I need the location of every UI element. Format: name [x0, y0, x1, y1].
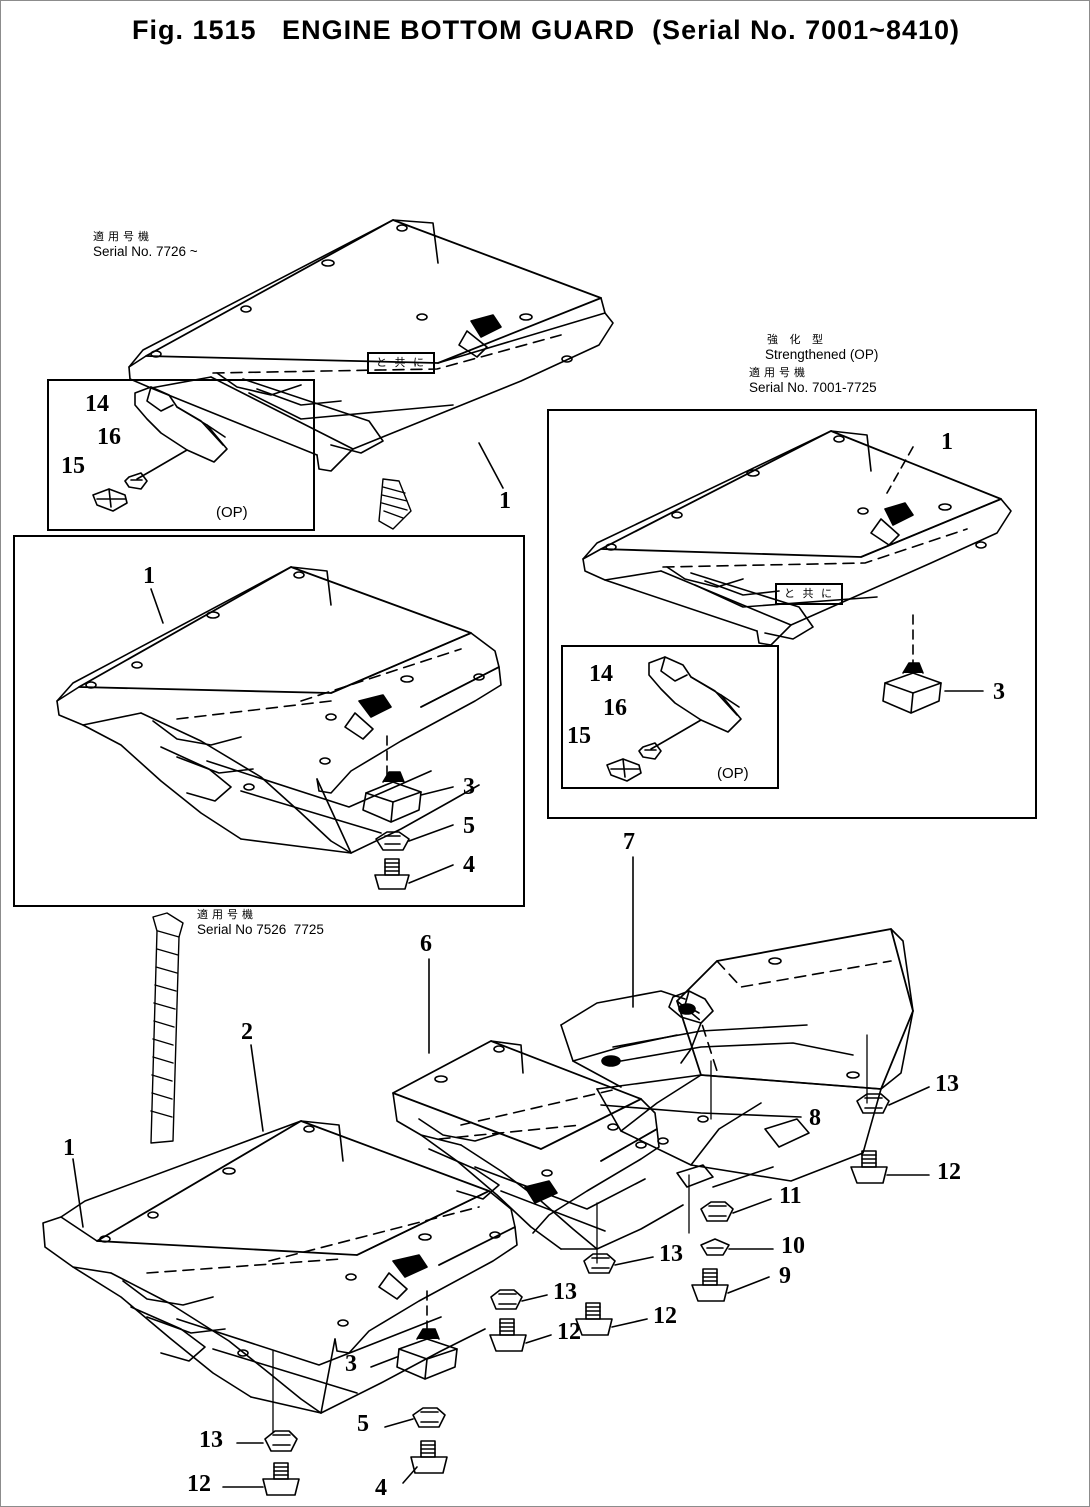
callout-13-bottomleft: 13	[199, 1427, 223, 1453]
note-middle-cjk: 適用号機	[197, 908, 257, 921]
callout-14-left: 14	[85, 391, 109, 417]
callout-16-left: 16	[97, 424, 121, 450]
art-bottom-right-guard	[560, 928, 914, 1264]
callout-7-bottom: 7	[623, 829, 635, 855]
callout-4-bottom: 4	[375, 1475, 387, 1501]
art-fasteners-right	[489, 1086, 930, 1352]
callout-12-centre: 12	[653, 1303, 677, 1329]
note-right-strengthened: 強 化 型 Strengthened (OP) 適用号機 Serial No. …	[749, 331, 878, 395]
callout-4-middle: 4	[463, 852, 475, 878]
leader-bottom-2	[250, 1044, 264, 1132]
note-middle: 適用号機 Serial No 7526 7725	[197, 906, 324, 937]
figure-title-bar: Fig. 1515 ENGINE BOTTOM GUARD (Serial No…	[1, 9, 1089, 51]
callout-6-bottom: 6	[420, 931, 432, 957]
note-top-left: 適用号機 Serial No. 7726 ~	[93, 228, 198, 259]
note-right-serial: Serial No. 7001-7725	[749, 380, 877, 395]
callout-5-bottom: 5	[357, 1411, 369, 1437]
callout-3-bottom: 3	[345, 1351, 357, 1377]
callout-8-bottom: 8	[809, 1105, 821, 1131]
note-right-strengthened-text: Strengthened (OP)	[765, 347, 879, 362]
panel-middle-left	[13, 535, 525, 907]
callout-14-right: 14	[589, 661, 613, 687]
callout-1-right: 1	[941, 429, 953, 455]
callout-15-right: 15	[567, 723, 591, 749]
op-label-right: (OP)	[717, 765, 749, 782]
op-label-left: (OP)	[216, 504, 248, 521]
note-middle-serial: Serial No 7526 7725	[197, 922, 324, 937]
callout-11-bottom: 11	[779, 1183, 802, 1209]
callout-3-middle: 3	[463, 774, 475, 800]
art-bottom-left-guard	[42, 1120, 518, 1496]
callout-9-bottom: 9	[779, 1263, 791, 1289]
callout-12-bottomleft: 12	[187, 1471, 211, 1497]
callout-13-left: 13	[553, 1279, 577, 1305]
callout-13-centre: 13	[659, 1241, 683, 1267]
callout-13-topright: 13	[935, 1071, 959, 1097]
panel-right-strengthened	[547, 409, 1037, 819]
callout-1-middle: 1	[143, 563, 155, 589]
page-title: Fig. 1515 ENGINE BOTTOM GUARD (Serial No…	[132, 14, 960, 45]
leader-top-1	[478, 442, 504, 489]
callout-1-top: 1	[499, 488, 511, 514]
callout-12-left: 12	[557, 1319, 581, 1345]
callout-1-bottom: 1	[63, 1135, 75, 1161]
art-bottom-mid-guard	[392, 1040, 684, 1250]
callout-10-bottom: 10	[781, 1233, 805, 1259]
note-right-cjk-2: 適用号機	[749, 366, 809, 379]
callout-3-right: 3	[993, 679, 1005, 705]
note-right-cjk-1: 強 化 型	[767, 333, 827, 346]
inner-box-label-left: と 共 に	[367, 352, 435, 374]
panel-right-inset	[561, 645, 779, 789]
inner-box-right-text: と 共 に	[775, 583, 843, 605]
art-serial-arrow	[150, 912, 184, 1144]
leader-bottom-1	[72, 1158, 84, 1228]
note-top-left-cjk: 適用号機	[93, 230, 153, 243]
callout-12-right: 12	[937, 1159, 961, 1185]
callout-5-middle: 5	[463, 813, 475, 839]
callout-2-bottom: 2	[241, 1019, 253, 1045]
inner-box-left-text: と 共 に	[367, 352, 435, 374]
note-top-left-serial: Serial No. 7726 ~	[93, 244, 198, 259]
inner-box-label-right: と 共 に	[775, 583, 843, 605]
callout-16-right: 16	[603, 695, 627, 721]
callout-15-left: 15	[61, 453, 85, 479]
